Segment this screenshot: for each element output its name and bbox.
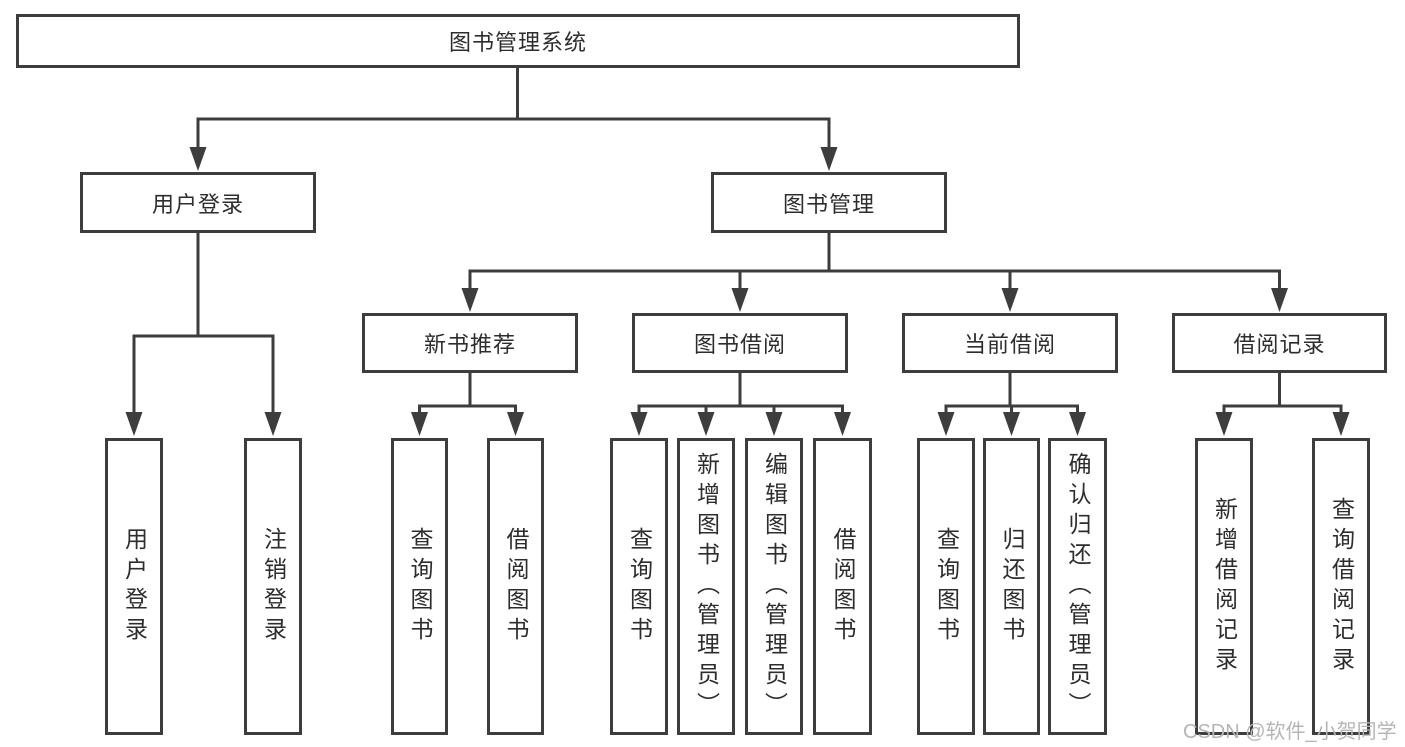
node-root: 图书管理系统 xyxy=(16,14,1020,68)
node-leaf-borrow-books-2: 借阅图书 xyxy=(813,438,872,735)
node-leaf-user-login-label: 用户登录 xyxy=(121,526,148,647)
node-leaf-confirm-return-admin: 确认归还（管理员） xyxy=(1048,438,1107,735)
node-leaf-user-login: 用户登录 xyxy=(105,438,163,735)
node-leaf-borrow-books-1-label: 借阅图书 xyxy=(503,526,529,647)
node-leaf-edit-book-admin-label: 编辑图书（管理员） xyxy=(761,451,788,722)
node-borrow-records: 借阅记录 xyxy=(1172,313,1387,373)
node-leaf-add-borrow-record-label: 新增借阅记录 xyxy=(1211,496,1238,677)
node-user-login: 用户登录 xyxy=(80,172,316,233)
node-leaf-return-books: 归还图书 xyxy=(983,438,1040,735)
node-book-borrow-label: 图书借阅 xyxy=(693,332,786,357)
node-new-book-recommend-label: 新书推荐 xyxy=(423,332,516,357)
node-current-borrow-label: 当前借阅 xyxy=(963,332,1056,357)
node-leaf-logout-label: 注销登录 xyxy=(260,526,287,647)
node-root-label: 图书管理系统 xyxy=(448,30,587,55)
node-borrow-records-label: 借阅记录 xyxy=(1233,332,1326,357)
node-book-management-label: 图书管理 xyxy=(782,191,875,217)
node-leaf-return-books-label: 归还图书 xyxy=(999,526,1025,647)
node-leaf-add-book-admin-label: 新增图书（管理员） xyxy=(693,451,720,722)
node-book-borrow: 图书借阅 xyxy=(632,313,848,373)
node-current-borrow: 当前借阅 xyxy=(902,313,1118,373)
node-leaf-query-borrow-record: 查询借阅记录 xyxy=(1312,438,1370,735)
node-book-management: 图书管理 xyxy=(711,172,947,233)
node-leaf-confirm-return-admin-label: 确认归还（管理员） xyxy=(1065,451,1091,722)
node-leaf-add-book-admin: 新增图书（管理员） xyxy=(677,438,735,735)
csdn-watermark: CSDN @软件_小贺同学 xyxy=(1183,721,1397,743)
node-leaf-logout: 注销登录 xyxy=(244,438,302,735)
node-leaf-query-books-3: 查询图书 xyxy=(917,438,975,735)
node-leaf-borrow-books-1: 借阅图书 xyxy=(487,438,544,735)
node-new-book-recommend: 新书推荐 xyxy=(362,313,578,373)
node-leaf-edit-book-admin: 编辑图书（管理员） xyxy=(745,438,803,735)
node-leaf-query-borrow-record-label: 查询借阅记录 xyxy=(1328,496,1355,677)
node-leaf-query-books-3-label: 查询图书 xyxy=(933,526,960,647)
node-leaf-query-books-1: 查询图书 xyxy=(391,438,448,735)
node-leaf-query-books-2-label: 查询图书 xyxy=(626,526,653,647)
node-leaf-borrow-books-2-label: 借阅图书 xyxy=(830,526,856,647)
node-user-login-label: 用户登录 xyxy=(151,191,244,217)
node-leaf-query-books-2: 查询图书 xyxy=(610,438,668,735)
node-leaf-add-borrow-record: 新增借阅记录 xyxy=(1195,438,1253,735)
node-leaf-query-books-1-label: 查询图书 xyxy=(407,526,433,647)
